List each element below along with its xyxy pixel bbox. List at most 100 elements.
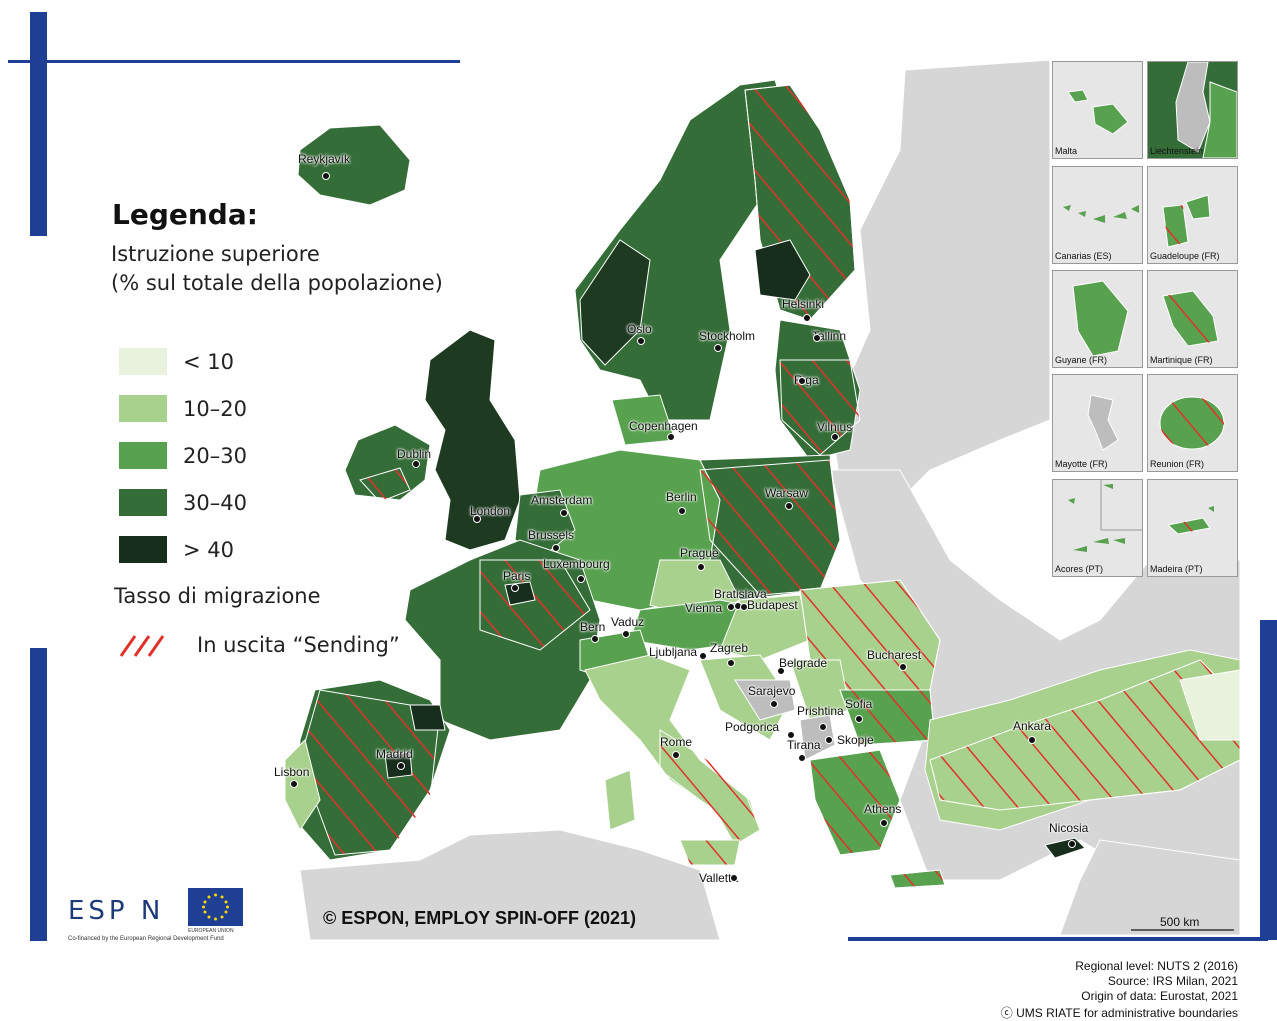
copyright-text: © ESPON, EMPLOY SPIN-OFF (2021)	[323, 908, 636, 928]
city-label: Brussels	[528, 528, 575, 542]
hungary-region	[719, 594, 811, 661]
city-label: Paris	[503, 569, 531, 583]
capital-dot-icon	[787, 731, 795, 739]
capital-dot-icon	[552, 544, 560, 552]
capital-dot-icon	[667, 433, 675, 441]
legend-swatch	[119, 536, 167, 563]
bosnia-no-data	[734, 679, 796, 721]
inset-label: Acores (PT)	[1055, 564, 1104, 574]
inset-label: Guyane (FR)	[1055, 355, 1108, 365]
inset-shape	[1159, 396, 1225, 450]
capital-dot-icon	[798, 754, 806, 762]
capital-dot-icon	[412, 460, 420, 468]
inset-guadeloupe: Guadeloupe (FR)	[1147, 166, 1238, 264]
city-label: Vaduz	[611, 615, 645, 629]
turkey-sending	[929, 659, 1241, 811]
city-label: Warsaw	[765, 486, 808, 500]
source-line-4: ⓒ UMS RIATE for administrative boundarie…	[1000, 1006, 1238, 1020]
capital-dot-icon	[730, 874, 738, 882]
espon-logo-caption: Co-financed by the European Regional Dev…	[68, 936, 224, 942]
legend-swatch	[119, 489, 167, 516]
inset-reunion: Reunion (FR)	[1147, 374, 1238, 472]
capital-dot-icon	[1068, 840, 1076, 848]
legend-title: Legenda:	[112, 198, 258, 231]
city-label: Reykjavík	[298, 152, 351, 166]
inset-label: Guadeloupe (FR)	[1150, 251, 1220, 261]
hatch-swatch-icon	[119, 635, 165, 657]
helsinki-region	[754, 239, 811, 301]
city-label: Budapest	[747, 598, 798, 612]
inset-malta: Malta	[1052, 61, 1143, 159]
inset-shape	[1166, 506, 1214, 535]
legend-swatch	[119, 395, 167, 422]
city-label: Vienna	[685, 601, 723, 615]
inset-canarias: Canarias (ES)	[1052, 166, 1143, 264]
legend-class-label: < 10	[183, 349, 234, 374]
city-label: Tirana	[787, 738, 821, 752]
norway-west-region	[579, 239, 651, 366]
capital-dot-icon	[855, 715, 863, 723]
city-label: Dublin	[397, 447, 432, 461]
legend-subtitle-line1: Istruzione superiore	[111, 242, 320, 266]
inset-acores: Acores (PT)	[1052, 479, 1143, 577]
capital-dot-icon	[577, 575, 585, 583]
capital-dot-icon	[803, 314, 811, 322]
city-label: Stockholm	[699, 329, 756, 343]
capital-dot-icon	[678, 507, 686, 515]
city-label: Prishtina	[797, 704, 844, 718]
city-label: Belgrade	[779, 656, 828, 670]
france-sending	[479, 559, 591, 651]
greece-sending	[809, 749, 901, 856]
city-label: Berlin	[666, 490, 697, 504]
inset-label: Martinique (FR)	[1150, 355, 1213, 365]
capital-dot-icon	[622, 630, 630, 638]
city-label: Bratislava	[714, 587, 767, 601]
frame-bar-top-left	[30, 12, 47, 236]
legend-subtitle: Istruzione superiore (% sul totale della…	[111, 240, 443, 298]
turkey-east-region	[1179, 669, 1241, 741]
inset-shape	[1068, 480, 1142, 552]
city-label: Valletta	[699, 871, 739, 885]
capital-dot-icon	[825, 736, 833, 744]
city-label: London	[470, 504, 511, 518]
city-label: Sofia	[845, 697, 873, 711]
legend-class-1: < 10	[119, 348, 234, 375]
sardinia-region	[604, 769, 636, 831]
capital-dot-icon	[322, 172, 330, 180]
inset-mayotte: Mayotte (FR)	[1052, 374, 1143, 472]
capital-dot-icon	[777, 667, 785, 675]
source-line-3: Origin of data: Eurostat, 2021	[1081, 989, 1238, 1003]
capital-dot-icon	[591, 635, 599, 643]
city-label: Copenhagen	[629, 419, 698, 433]
legend-sending-label: In uscita “Sending”	[197, 633, 400, 657]
capital-dot-icon	[798, 377, 806, 385]
legend-class-label: 30–40	[183, 490, 247, 515]
capital-dot-icon	[770, 700, 778, 708]
capital-dot-icon	[397, 762, 405, 770]
frame-line-top	[8, 60, 460, 63]
city-label: Amsterdam	[531, 493, 593, 507]
frame-line-bottom	[848, 937, 1268, 941]
eu-flag-icon	[188, 888, 243, 926]
sicily-sending	[679, 839, 741, 866]
city-label: Podgorica	[725, 720, 780, 734]
legend-swatch	[119, 348, 167, 375]
source-line-2: Source: IRS Milan, 2021	[1107, 974, 1238, 988]
russia-land	[829, 59, 1051, 521]
inset-martinique: Martinique (FR)	[1147, 270, 1238, 368]
legend-sending: In uscita “Sending”	[119, 632, 400, 658]
city-label: Athens	[864, 802, 902, 816]
portugal-region	[284, 739, 321, 831]
denmark-region	[611, 394, 676, 446]
capital-dot-icon	[899, 663, 907, 671]
ireland-sending	[359, 467, 411, 503]
capital-dot-icon	[785, 502, 793, 510]
city-label: Luxembourg	[543, 557, 610, 571]
inset-guyane: Guyane (FR)	[1052, 270, 1143, 368]
capital-dot-icon	[880, 819, 888, 827]
capital-dot-icon	[819, 723, 827, 731]
inset-label: Madeira (PT)	[1150, 564, 1203, 574]
crete-sending	[889, 869, 946, 889]
capital-dot-icon	[511, 584, 519, 592]
